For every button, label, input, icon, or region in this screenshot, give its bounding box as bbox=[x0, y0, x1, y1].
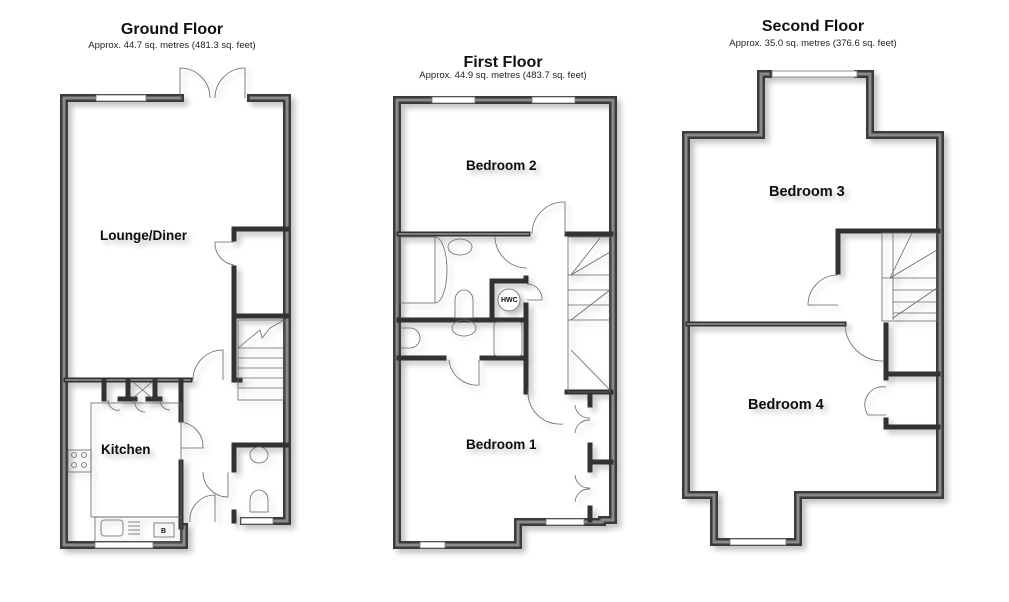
toilet-icon bbox=[454, 289, 474, 319]
second-floor-title: Second Floor bbox=[761, 18, 865, 35]
first-stairs-icon bbox=[567, 236, 611, 393]
first-floor-area: Approx. 44.9 sq. metres (483.7 sq. feet) bbox=[419, 70, 587, 81]
ground-floor-area: Approx. 44.7 sq. metres (481.3 sq. feet) bbox=[88, 40, 256, 51]
first-floor-title: First Floor bbox=[463, 54, 543, 71]
room-label-kitchen: Kitchen bbox=[101, 442, 151, 457]
hob-icon bbox=[67, 449, 92, 473]
ground-stairs-icon bbox=[237, 319, 285, 401]
basin-icon bbox=[249, 446, 269, 464]
basin-icon bbox=[451, 319, 477, 337]
basin-icon bbox=[447, 238, 473, 256]
first-floor-plan: HWC Bedroom 2 Bedroom 1 bbox=[393, 96, 617, 549]
room-label-bedroom-4: Bedroom 4 bbox=[748, 397, 824, 413]
shower-icon bbox=[493, 321, 523, 357]
second-floor-area: Approx. 35.0 sq. metres (376.6 sq. feet) bbox=[729, 38, 897, 49]
boiler-label: B bbox=[161, 528, 166, 535]
ground-floor-plan: B Lounge/Diner Kitchen bbox=[60, 67, 291, 549]
hwc-label: HWC bbox=[501, 297, 518, 304]
bath-icon bbox=[399, 236, 436, 304]
room-label-bedroom-2: Bedroom 2 bbox=[466, 158, 537, 173]
toilet-icon bbox=[400, 327, 421, 349]
sink-icon bbox=[100, 519, 124, 537]
room-label-bedroom-3: Bedroom 3 bbox=[769, 184, 845, 200]
room-label-bedroom-1: Bedroom 1 bbox=[466, 437, 537, 452]
ground-floor-title: Ground Floor bbox=[120, 21, 224, 38]
boiler-icon bbox=[153, 522, 175, 538]
second-stairs-icon bbox=[881, 232, 938, 322]
second-floor-plan: Bedroom 3 Bedroom 4 bbox=[682, 70, 944, 546]
room-label-lounge-diner: Lounge/Diner bbox=[100, 228, 188, 243]
hwc-icon bbox=[497, 288, 521, 312]
toilet-icon bbox=[249, 489, 269, 513]
